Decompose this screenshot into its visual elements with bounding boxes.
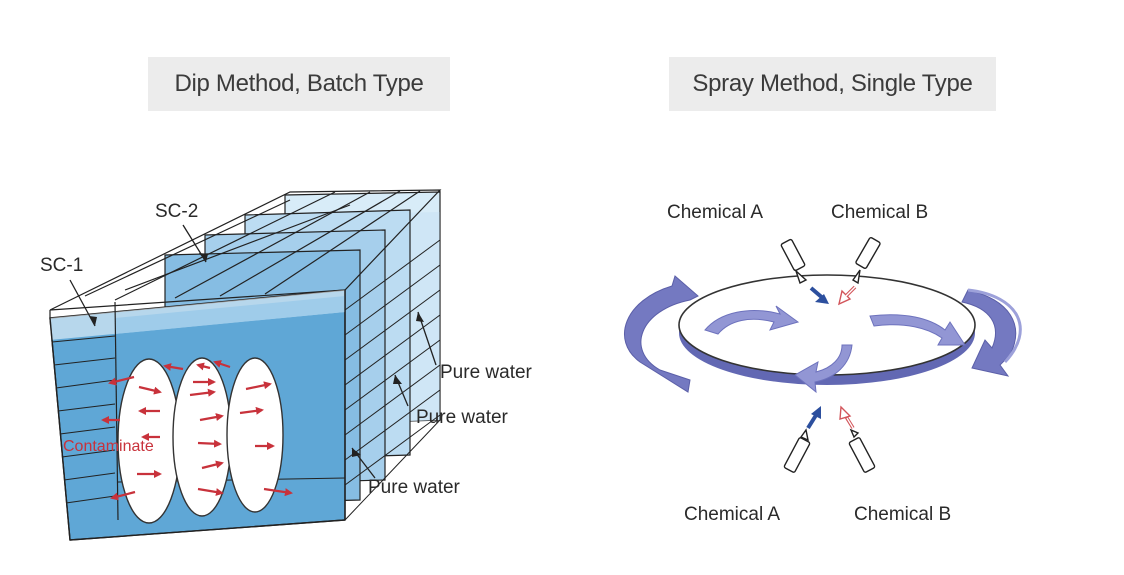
label-pure-water-3: Pure water [368,477,461,498]
chemical-b-arrow-bottom [839,405,855,429]
label-pure-water-1: Pure water [440,362,533,383]
label-sc1: SC-1 [40,255,83,276]
spray-method-title: Spray Method, Single Type [669,57,996,111]
label-sc2: SC-2 [155,201,198,222]
rotation-arrow-right [961,288,1022,377]
dip-tank-diagram [49,189,442,541]
chemical-a-arrow-bottom [806,406,821,430]
chemical-a-arrow-top [809,286,829,304]
label-chemical-b-top: Chemical B [831,202,928,223]
wafers [117,357,284,524]
dip-method-title: Dip Method, Batch Type [148,57,450,111]
nozzle-bottom-a [783,428,811,473]
label-chemical-b-bottom: Chemical B [854,504,951,525]
label-chemical-a-bottom: Chemical A [684,504,780,525]
label-contaminate: Contaminate [63,438,154,455]
chemical-b-arrow-top [837,285,857,306]
spray-diagram [624,237,1022,473]
contaminant-arrows [101,360,293,501]
nozzle-top-a [780,238,808,284]
nozzle-bottom-b [848,428,876,473]
swirl-arrows [704,305,966,394]
label-pure-water-2: Pure water [416,407,509,428]
label-chemical-a-top: Chemical A [667,202,763,223]
rotation-arrow-left [624,275,699,393]
nozzle-top-b [851,237,881,285]
